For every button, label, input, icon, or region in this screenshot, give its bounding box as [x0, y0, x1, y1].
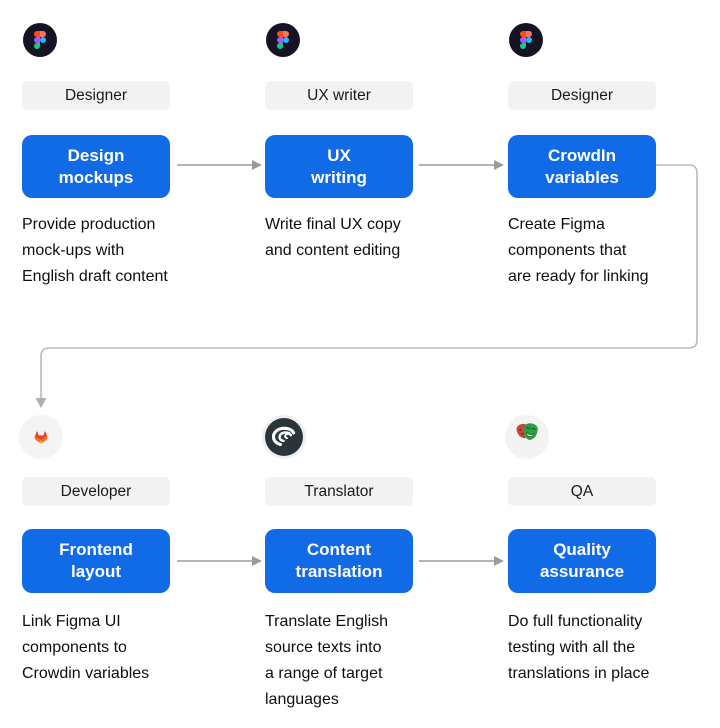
frontend-layout-button[interactable]: Frontend layout	[22, 529, 170, 593]
role-label: QA	[570, 482, 594, 500]
role-label: Designer	[550, 86, 614, 104]
button-line: UX	[327, 145, 351, 165]
button-line: writing	[311, 167, 367, 187]
ux-writing-button[interactable]: UX writing	[265, 135, 413, 198]
step-description: Provide production mock-ups with English…	[22, 216, 168, 285]
gitlab-icon	[19, 415, 63, 459]
step-description: Create Figma components that are ready f…	[508, 216, 649, 285]
arrow-uxwriting-to-crowdinvars	[419, 160, 504, 170]
button-line: mockups	[58, 167, 134, 187]
button-line: variables	[545, 167, 619, 187]
role-chip: Translator	[265, 477, 413, 506]
button-line: Content	[306, 540, 372, 559]
role-label: UX writer	[307, 86, 371, 104]
step-description: Write final UX copy and content editing	[265, 216, 401, 259]
role-chip: Designer	[22, 81, 170, 110]
role-label: Designer	[64, 86, 128, 104]
crowdin-variables-button[interactable]: CrowdIn variables	[508, 135, 656, 198]
crowdin-icon	[262, 415, 306, 459]
step-description: Translate English source texts into a ra…	[265, 613, 389, 708]
arrow-translation-to-qa	[419, 556, 504, 566]
arrow-frontend-to-translation	[177, 556, 262, 566]
design-mockups-button[interactable]: Design mockups	[22, 135, 170, 198]
step-description: Link Figma UI components to Crowdin vari…	[22, 613, 150, 682]
figma-badge-icon	[266, 23, 300, 57]
button-line: CrowdIn	[548, 145, 616, 165]
theater-masks-icon	[505, 415, 549, 459]
button-line: Design	[67, 145, 125, 165]
button-line: translation	[295, 562, 383, 581]
figma-badge-icon	[23, 23, 57, 57]
arrow-design-to-uxwriting	[177, 160, 262, 170]
role-chip: QA	[508, 477, 656, 506]
role-chip: UX writer	[265, 81, 413, 110]
role-chip: Developer	[22, 477, 170, 506]
role-label: Developer	[60, 482, 132, 500]
button-line: assurance	[539, 562, 625, 581]
figma-badge-icon	[509, 23, 543, 57]
button-line: layout	[70, 562, 122, 581]
content-translation-button[interactable]: Content translation	[265, 529, 413, 593]
step-description: Do full functionality testing with all t…	[508, 613, 650, 682]
button-line: Frontend	[59, 540, 133, 559]
quality-assurance-button[interactable]: Quality assurance	[508, 529, 656, 593]
role-label: Translator	[304, 482, 374, 500]
button-line: Quality	[553, 540, 611, 559]
role-chip: Designer	[508, 81, 656, 110]
